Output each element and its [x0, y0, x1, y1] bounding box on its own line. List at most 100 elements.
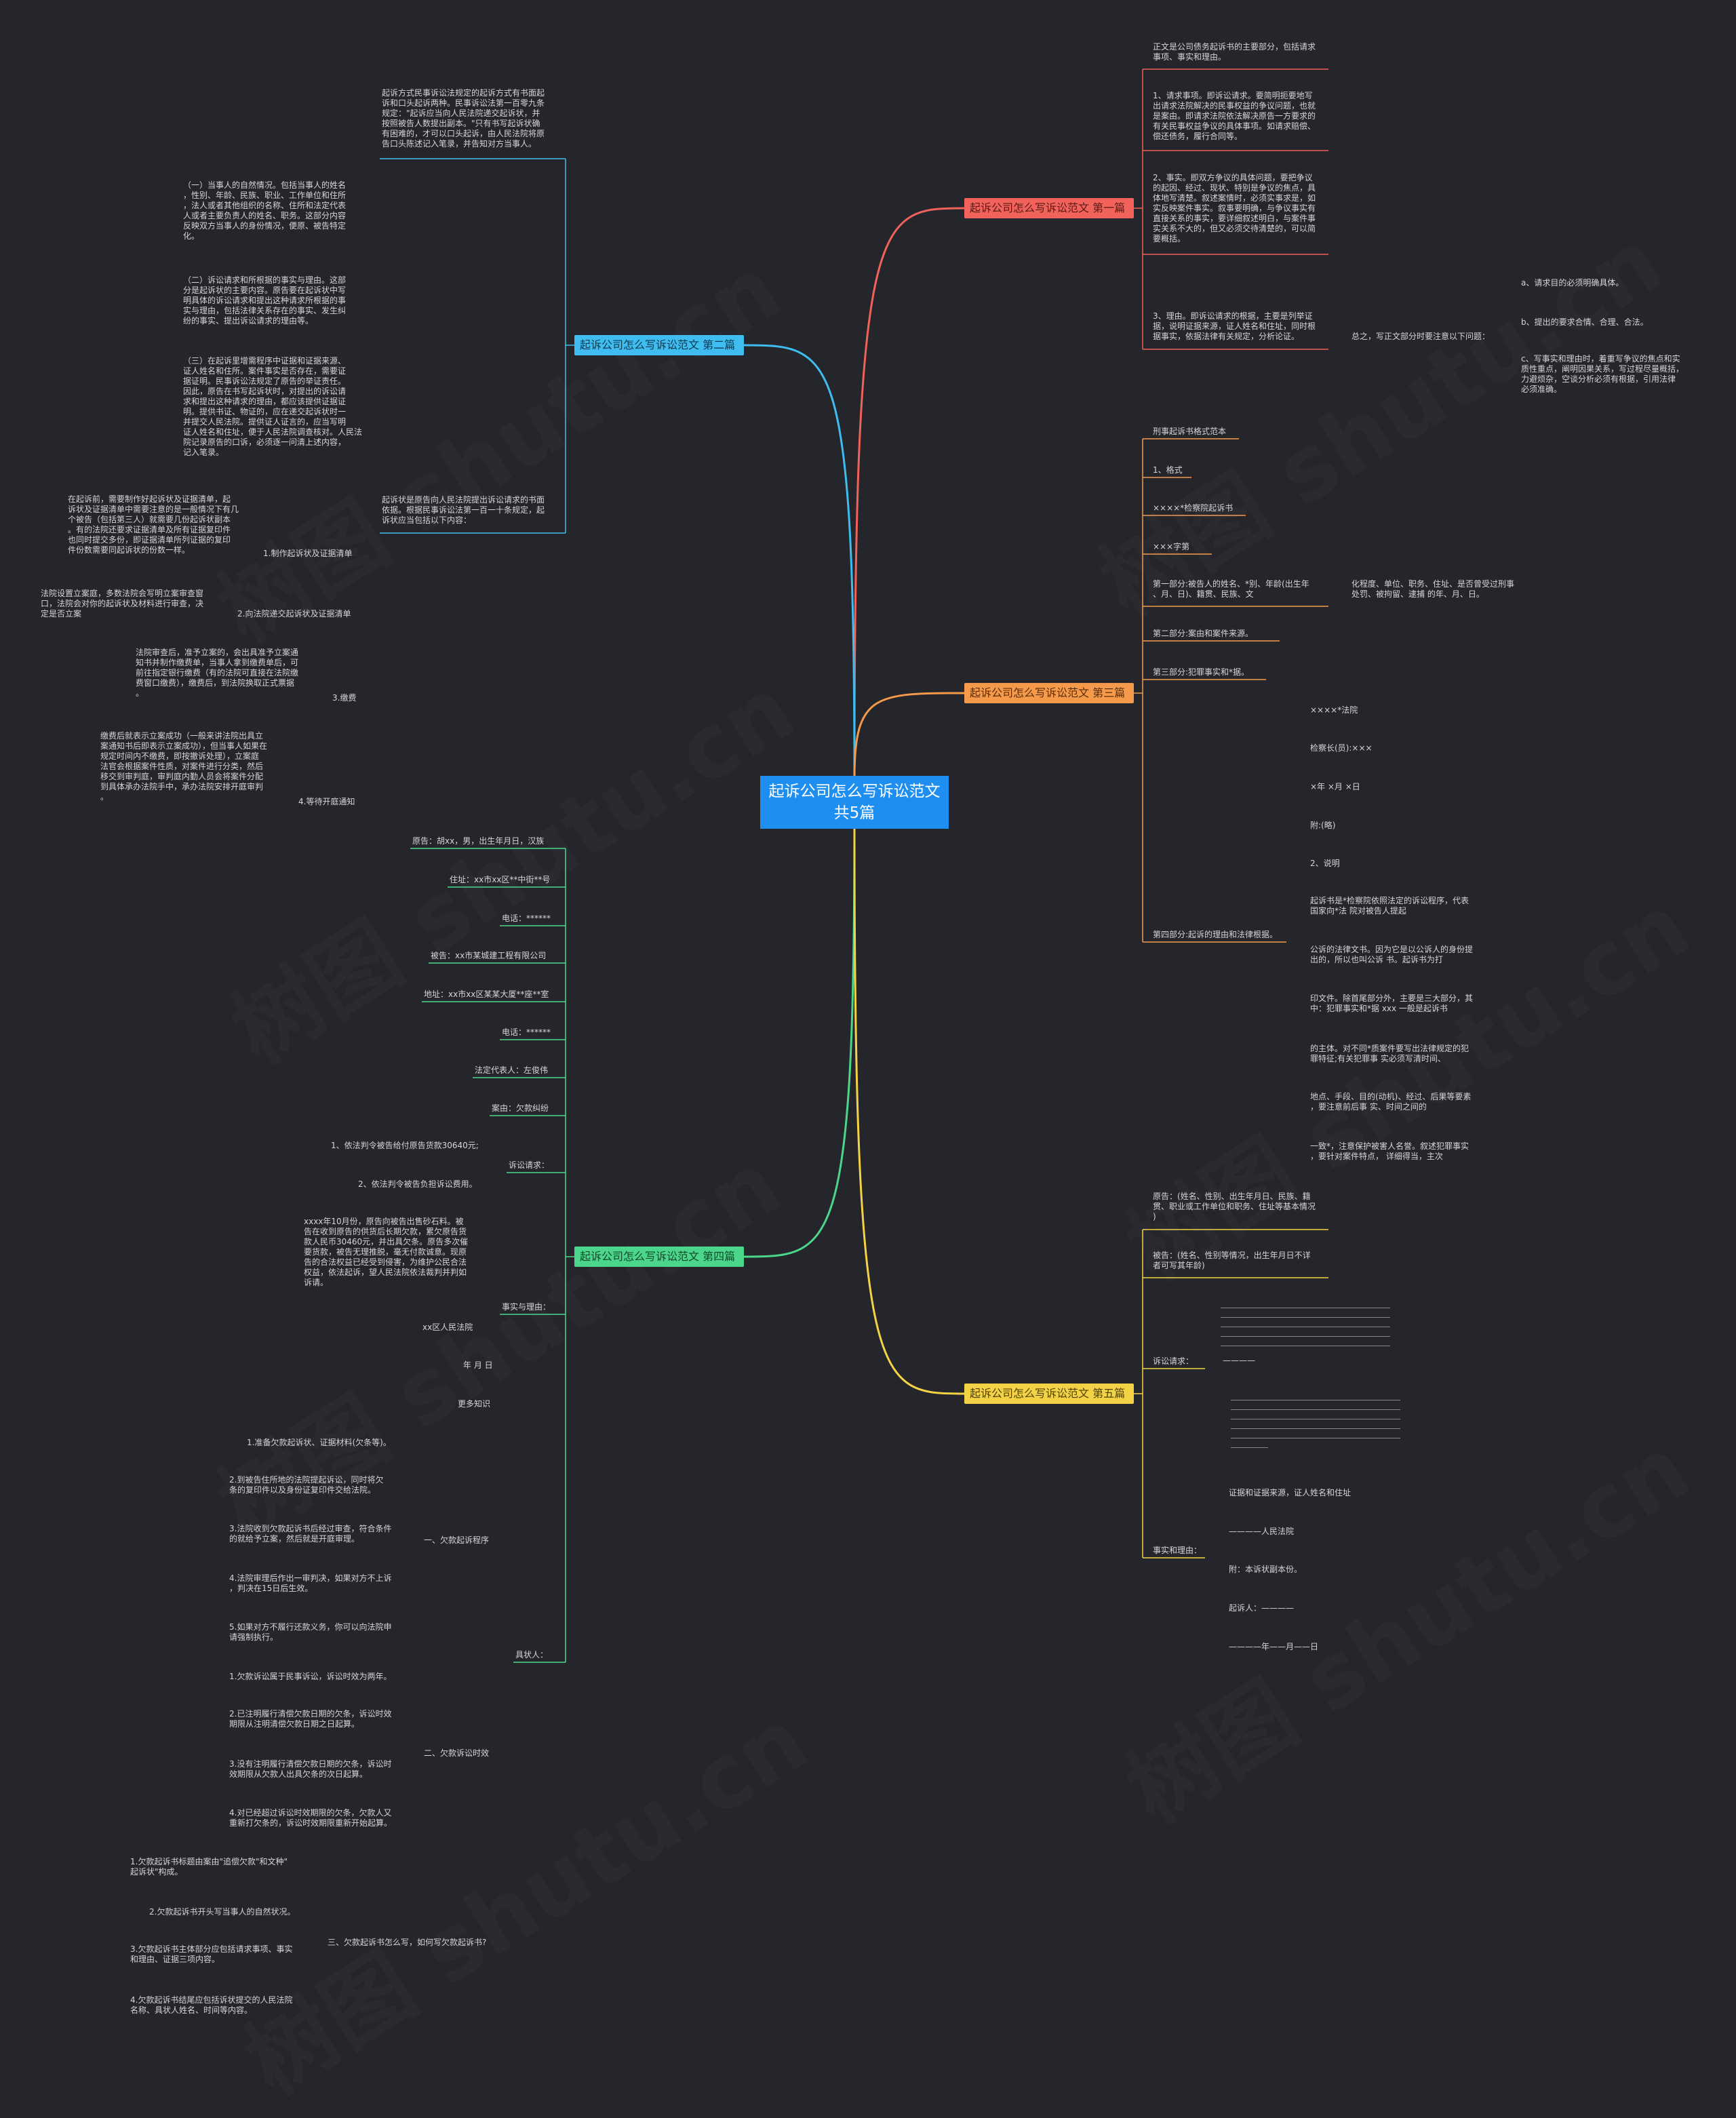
- node-p3-h6[interactable]: 起诉书是*检察院依照法定的诉讼程序，代表 国家向*法 院对被告人提起: [1310, 896, 1469, 916]
- node-p4-b[interactable]: 住址：xx市xx区**中街**号: [450, 875, 551, 884]
- node-p4-g3b[interactable]: 2.欠款起诉书开头写当事人的自然状况。: [149, 1907, 296, 1917]
- node-p4-g2d[interactable]: 4.对已经超过诉讼时效期限的欠条，欠款人又 重新打欠条的，诉讼时效期限重新开始起…: [229, 1808, 393, 1828]
- node-p4-d[interactable]: 被告：xx市某城建工程有限公司: [431, 951, 547, 960]
- node-p1-a[interactable]: 正文是公司债务起诉书的主要部分，包括请求 事项、事实和理由。: [1153, 42, 1316, 62]
- node-p4-i1[interactable]: 1、依法判令被告给付原告货款30640元;: [331, 1141, 479, 1150]
- node-p4-j[interactable]: 事实与理由：: [502, 1302, 551, 1312]
- node-p3-e[interactable]: 第一部分:被告人的姓名、*别、年龄(出生年 、月、日)、籍贯、民族、文: [1153, 579, 1309, 599]
- node-p4-g1[interactable]: 一、欠款起诉程序: [424, 1535, 490, 1545]
- branch-topic-1[interactable]: 起诉公司怎么写诉讼范文 第一篇: [964, 198, 1134, 218]
- node-p2-a[interactable]: 起诉方式民事诉讼法规定的起诉方式有书面起 诉和口头起诉两种。民事诉讼法第一百零九…: [382, 88, 545, 149]
- node-p4-g3d[interactable]: 4.欠款起诉书结尾应包括诉状提交的人民法院 名称、具状人姓名、时间等内容。: [130, 1995, 293, 2015]
- node-p3-h9[interactable]: 的主体。对不同*质案件要写出法律规定的犯 罪特征;有关犯罪事 实必须写清时间、: [1310, 1044, 1469, 1063]
- node-p2-s2t[interactable]: 法院设置立案庭，多数法院会写明立案审查窗 口，法院会对你的起诉状及材料进行审查，…: [41, 589, 204, 619]
- node-p4-k[interactable]: 具状人：: [515, 1650, 549, 1660]
- node-p2-s3[interactable]: 3.缴费: [332, 693, 357, 703]
- node-p4-g2c[interactable]: 3.没有注明履行清偿欠款日期的欠条，诉讼时 效期限从欠款人出具欠条的次日起算。: [229, 1759, 392, 1779]
- node-p4-k1[interactable]: 年 月 日: [463, 1360, 493, 1370]
- node-p3-e1[interactable]: 化程度、单位、职务、住址、是否曾受过刑事 处罚、被拘留、逮捕 的年、月、日。: [1352, 579, 1515, 599]
- node-p4-g1a[interactable]: 1.准备欠款起诉状、证据材料(欠条等)。: [247, 1438, 391, 1447]
- node-p3-a[interactable]: 刑事起诉书格式范本: [1153, 427, 1227, 436]
- node-p3-h1[interactable]: ××××*法院: [1310, 705, 1358, 715]
- node-p5-d3[interactable]: 附：本诉状副本份。: [1229, 1565, 1303, 1574]
- node-p4-g3[interactable]: 三、欠款起诉书怎么写，如何写欠款起诉书?: [328, 1938, 487, 1947]
- node-p2-s1[interactable]: 1.制作起诉状及证据清单: [263, 549, 353, 558]
- node-p3-h11[interactable]: 一致*，注意保护被害人名誉。叙述犯罪事实 ，要针对案件特点， 详细得当，主次: [1310, 1141, 1469, 1161]
- node-p3-h3[interactable]: ×年 ×月 ×日: [1310, 782, 1360, 791]
- node-p3-h[interactable]: 第四部分:起诉的理由和法律根据。: [1153, 930, 1278, 939]
- node-p4-g3a[interactable]: 1.欠款起诉书标题由案由"追偿欠款"和文种" 起诉状"构成。: [130, 1857, 288, 1877]
- node-p3-d[interactable]: ×××字第: [1153, 542, 1190, 551]
- node-p3-h4[interactable]: 附:(略): [1310, 821, 1336, 830]
- blank-line: [1231, 1447, 1268, 1448]
- node-p5-d5[interactable]: ————年——月——日: [1229, 1642, 1319, 1651]
- node-p4-g1b[interactable]: 2.到被告住所地的法院提起诉讼，同时将欠 条的复印件以及身份证复印件交给法院。: [229, 1475, 384, 1495]
- node-p4-g1e[interactable]: 5.如果对方不履行还款义务，你可以向法院申 请强制执行。: [229, 1622, 392, 1642]
- node-p2-s3t[interactable]: 法院审查后，准予立案的，会出具准予立案通 知书并制作缴费单，当事人拿到缴费单后，…: [136, 648, 299, 698]
- node-p4-i2[interactable]: 2、依法判令被告负担诉讼费用。: [358, 1179, 477, 1189]
- node-p3-h5[interactable]: 2、说明: [1310, 859, 1340, 868]
- node-p3-h2[interactable]: 检察长(员):×××: [1310, 743, 1373, 753]
- node-p4-f[interactable]: 电话：******: [502, 1027, 551, 1037]
- node-p5-d4[interactable]: 起诉人：————: [1229, 1603, 1295, 1613]
- node-p1-c[interactable]: 2、事实。即双方争议的具体问题，要把争议 的起因、经过、现状、特别是争议的焦点，…: [1153, 173, 1316, 243]
- blank-line: [1221, 1336, 1390, 1337]
- node-p4-g[interactable]: 法定代表人：左俊伟: [475, 1065, 549, 1075]
- node-p3-c[interactable]: ××××*检察院起诉书: [1153, 503, 1234, 513]
- node-p4-g2b[interactable]: 2.已注明履行清偿欠款日期的欠条，诉讼时效 期限从注明清偿欠款日期之日起算。: [229, 1709, 392, 1729]
- node-p4-g3c[interactable]: 3.欠款起诉书主体部分应包括请求事项、事实 和理由、证据三项内容。: [130, 1944, 293, 1964]
- node-p5-d2[interactable]: ————人民法院: [1229, 1527, 1295, 1536]
- node-p4-g1d[interactable]: 4.法院审理后作出一审判决，如果对方不上诉 ，判决在15日后生效。: [229, 1573, 392, 1593]
- node-p4-g1c[interactable]: 3.法院收到欠款起诉书后经过审查，符合条件 的就给予立案，然后就是开庭审理。: [229, 1524, 392, 1544]
- node-p3-h7[interactable]: 公诉的法律文书。因为它是以公诉人的身份提 出的，所以也叫公诉 书。起诉书为打: [1310, 945, 1474, 964]
- node-p4-g2[interactable]: 二、欠款诉讼时效: [424, 1748, 490, 1758]
- node-p4-g2a[interactable]: 1.欠款诉讼属于民事诉讼，诉讼时效为两年。: [229, 1672, 392, 1681]
- node-p3-h10[interactable]: 地点、手段、目的(动机)、经过、后果等要素 ，要注意前后事 实、时间之间的: [1310, 1092, 1472, 1112]
- node-p3-f[interactable]: 第二部分:案由和案件来源。: [1153, 629, 1254, 638]
- node-p4-e[interactable]: 地址：xx市xx区某某大厦**座**室: [424, 989, 549, 999]
- node-p3-g[interactable]: 第三部分:犯罪事实和*据。: [1153, 667, 1250, 677]
- node-p1-e[interactable]: 总之，写正文部分时要注意以下问题：: [1352, 332, 1491, 341]
- blank-line: [1231, 1409, 1400, 1410]
- node-p4-j2[interactable]: xx区人民法院: [422, 1322, 473, 1332]
- node-p5-d[interactable]: 事实和理由：: [1153, 1546, 1202, 1555]
- node-p4-h[interactable]: 案由：欠款纠纷: [492, 1103, 549, 1113]
- connector-lines: [380, 68, 1328, 1663]
- node-p2-b3[interactable]: （三）在起诉里增需程序中证据和证据来源、 证人姓名和住所。案件事实是否存在，需要…: [183, 356, 363, 457]
- node-p2-s4t[interactable]: 缴费后就表示立案成功（一般来讲法院出具立 案通知书后即表示立案成功），但当事人如…: [100, 731, 268, 802]
- node-p2-b[interactable]: 起诉状是原告向人民法院提出诉讼请求的书面 依据。根据民事诉讼法第一百一十条规定，…: [382, 495, 545, 525]
- branch-topic-5[interactable]: 起诉公司怎么写诉讼范文 第五篇: [964, 1384, 1134, 1404]
- node-p4-k2[interactable]: 更多知识: [458, 1399, 491, 1409]
- node-p1-e2[interactable]: b、提出的要求合情、合理、合法。: [1521, 317, 1649, 327]
- node-p4-j1[interactable]: xxxx年10月份，原告向被告出售砂石料。被 告在收到原告的供货后长期欠款，累欠…: [304, 1217, 469, 1287]
- branch-topic-3[interactable]: 起诉公司怎么写诉讼范文 第三篇: [964, 683, 1134, 703]
- root-topic[interactable]: 起诉公司怎么写诉讼范文共5篇: [760, 776, 949, 829]
- branch-connector-5: [853, 827, 965, 1395]
- node-p3-h8[interactable]: 印文件。除首尾部分外，主要是三大部分，其 中：犯罪事实和*据 xxx 一般是起诉…: [1310, 994, 1474, 1013]
- branch-connector-1: [853, 207, 965, 778]
- node-p2-s1t[interactable]: 在起诉前，需要制作好起诉状及证据清单，起 诉状及证据清单中需要注意的是一般情况下…: [68, 494, 239, 555]
- node-p1-e3[interactable]: c、写事实和理由时，着重写争议的焦点和实 质性重点，阐明因果关系，写过程尽量概括…: [1521, 354, 1684, 394]
- blank-line: [1231, 1428, 1400, 1429]
- node-p2-b2[interactable]: （二）诉讼请求和所根据的事实与理由。这部 分是起诉状的主要内容。原告要在起诉状中…: [183, 275, 347, 326]
- node-p3-b[interactable]: 1、格式: [1153, 465, 1183, 475]
- branch-topic-4[interactable]: 起诉公司怎么写诉讼范文 第四篇: [574, 1247, 744, 1267]
- node-p1-b[interactable]: 1、请求事项。即诉讼请求。要简明扼要地写 出请求法院解决的民事权益的争议问题，也…: [1153, 91, 1316, 141]
- node-p4-c[interactable]: 电话：******: [502, 914, 551, 923]
- node-p5-d1[interactable]: 证据和证据来源，证人姓名和住址: [1229, 1488, 1352, 1497]
- blank-line: [1221, 1317, 1390, 1318]
- node-p2-s2[interactable]: 2.向法院递交起诉状及证据清单: [237, 609, 351, 619]
- node-p1-d[interactable]: 3、理由。即诉讼请求的根据，主要是列举证 据，说明证据来源，证人姓名和住址，同时…: [1153, 311, 1316, 341]
- node-p5-c[interactable]: 诉讼请求：: [1153, 1356, 1194, 1366]
- node-p2-b1[interactable]: （一）当事人的自然情况。包括当事人的姓名 ，性别、年龄、民族、职业、工作单位和住…: [183, 180, 347, 241]
- branch-topic-2[interactable]: 起诉公司怎么写诉讼范文 第二篇: [574, 335, 744, 355]
- branch-connector-3: [853, 692, 965, 778]
- node-p4-a[interactable]: 原告：胡xx，男，出生年月日，汉族: [412, 836, 545, 846]
- branch-connector-2: [743, 344, 856, 778]
- node-p4-i[interactable]: 诉讼请求：: [509, 1160, 550, 1170]
- node-p5-b[interactable]: 被告：(姓名、性别等情况，出生年月日不详 者可写其年龄): [1153, 1251, 1311, 1270]
- node-p2-s4[interactable]: 4.等待开庭通知: [298, 797, 355, 806]
- node-p5-a[interactable]: 原告：(姓名、性别、出生年月日、民族、籍 贯、职业或工作单位和职务、住址等基本情…: [1153, 1192, 1316, 1221]
- node-p1-e1[interactable]: a、请求目的必须明确具体。: [1521, 278, 1624, 288]
- node-p5-c1[interactable]: ————: [1223, 1356, 1255, 1365]
